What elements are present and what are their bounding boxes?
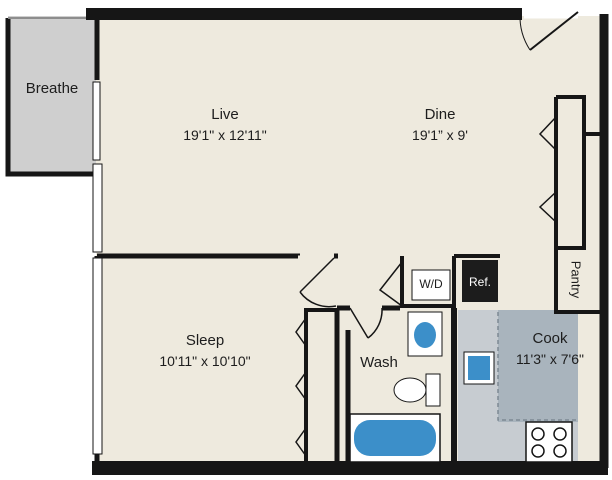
counter-edge xyxy=(497,312,578,421)
balcony-wall xyxy=(5,18,96,177)
burner xyxy=(553,444,567,458)
tub-basin xyxy=(354,420,436,456)
room-label-breathe: Breathe xyxy=(25,80,79,97)
room-dims-cook: 11'3" x 7'6" xyxy=(516,351,584,367)
burner xyxy=(531,444,545,458)
entry-door-leaf xyxy=(529,11,579,51)
closet-door-1 xyxy=(538,116,557,151)
kitchen-sink-basin xyxy=(468,356,490,380)
room-dims-sleep: 10'11" x 10'10" xyxy=(159,353,251,369)
sleep-door-swing xyxy=(299,257,337,308)
sliding-door xyxy=(92,81,101,161)
room-dine: Dine 19'1” x 9' xyxy=(380,106,500,143)
room-label-cook: Cook xyxy=(532,330,568,347)
window-live xyxy=(92,163,103,253)
toilet-bowl xyxy=(393,377,427,403)
burner xyxy=(553,427,567,441)
toilet-tank xyxy=(425,373,441,407)
washer-dryer-label: W/D xyxy=(419,277,443,291)
closet-door-2 xyxy=(538,191,557,223)
washer-dryer xyxy=(411,269,451,301)
burner xyxy=(531,427,545,441)
closet-wall xyxy=(554,95,604,250)
closet-sleep-door-2 xyxy=(295,371,307,401)
bath-door xyxy=(349,307,383,339)
pantry-wall xyxy=(554,250,604,314)
room-label-live: Live xyxy=(211,106,239,123)
room-cook: Cook 11'3" x 7'6" xyxy=(496,330,604,367)
room-sleep: Sleep 10'11" x 10'10" xyxy=(120,332,290,369)
wd-closet-door xyxy=(378,261,403,307)
refrigerator-label: Ref. xyxy=(468,275,491,289)
room-dims-dine: 19'1” x 9' xyxy=(412,127,468,143)
room-label-dine: Dine xyxy=(424,106,456,123)
window-sleep xyxy=(92,257,103,455)
stove xyxy=(525,421,573,463)
room-label-sleep: Sleep xyxy=(185,332,225,349)
room-label-wash: Wash xyxy=(360,354,398,371)
sink-bowl xyxy=(414,322,436,348)
entry-door-swing xyxy=(519,13,531,51)
wd-closet-wall xyxy=(400,256,456,308)
closet-sleep-door-1 xyxy=(295,317,307,347)
balcony-area xyxy=(8,16,96,172)
closet-sleep-door-3 xyxy=(295,427,307,457)
refrigerator xyxy=(462,260,498,302)
room-dims-live: 19'1" x 12'11" xyxy=(183,127,267,143)
room-label-pantry: Pantry xyxy=(568,260,584,299)
room-live: Live 19'1" x 12'11" xyxy=(150,106,300,143)
